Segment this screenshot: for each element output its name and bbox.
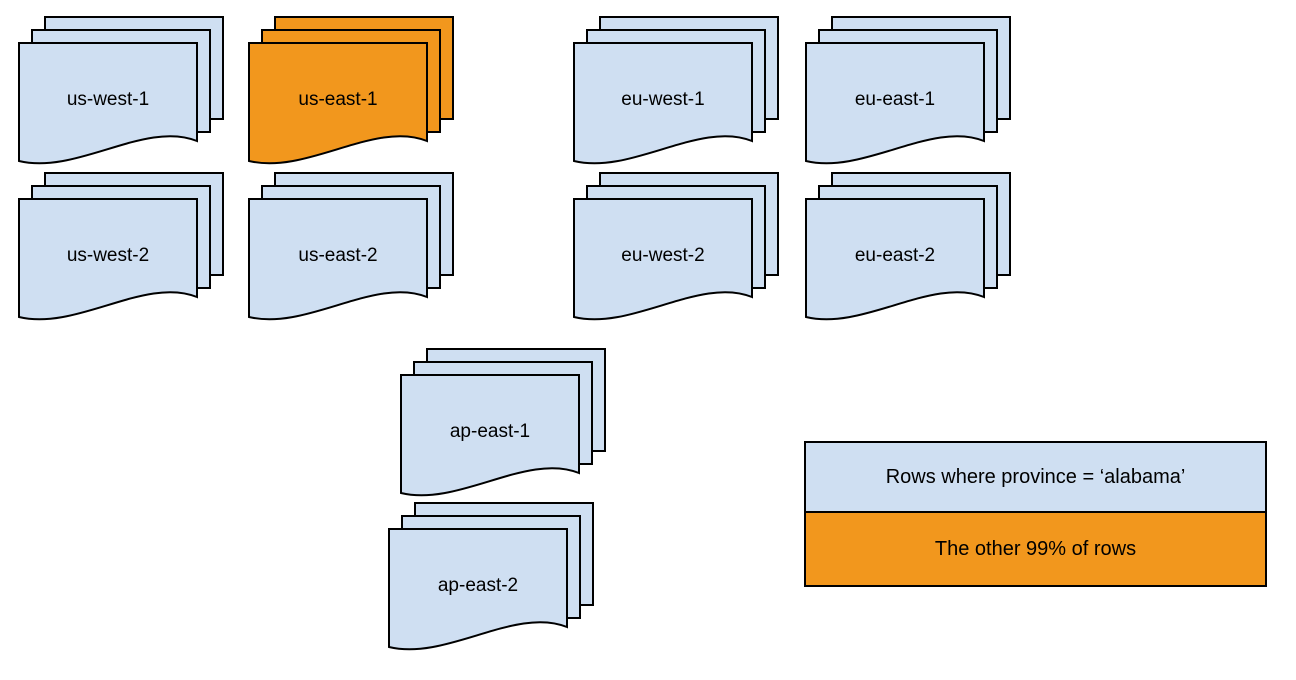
document-stack-icon — [400, 348, 606, 497]
document-stack-icon — [248, 16, 454, 165]
region-label: ap-east-1 — [449, 420, 531, 442]
legend-item-label: The other 99% of rows — [934, 537, 1137, 560]
doc-stack-eu-west-2: eu-west-2 — [573, 172, 779, 326]
region-label: us-east-1 — [298, 88, 378, 110]
region-label: eu-east-1 — [854, 88, 936, 110]
doc-stack-eu-east-1: eu-east-1 — [805, 16, 1011, 170]
legend-item-alabama-rows: Rows where province = ‘alabama’ — [806, 443, 1265, 513]
region-label: us-west-1 — [66, 88, 150, 110]
document-stack-icon — [573, 172, 779, 321]
document-stack-icon — [18, 16, 224, 165]
document-stack-icon — [573, 16, 779, 165]
document-stack-icon — [388, 502, 594, 651]
region-label: eu-west-2 — [621, 244, 705, 266]
region-label: ap-east-2 — [437, 574, 519, 596]
document-stack-icon — [248, 172, 454, 321]
document-stack-icon — [805, 16, 1011, 165]
legend: Rows where province = ‘alabama’ The othe… — [804, 441, 1267, 587]
doc-stack-us-east-2: us-east-2 — [248, 172, 454, 326]
region-label: eu-west-1 — [621, 88, 705, 110]
doc-stack-eu-east-2: eu-east-2 — [805, 172, 1011, 326]
legend-item-other-rows: The other 99% of rows — [806, 513, 1265, 585]
doc-stack-eu-west-1: eu-west-1 — [573, 16, 779, 170]
region-label: eu-east-2 — [854, 244, 936, 266]
doc-stack-us-west-2: us-west-2 — [18, 172, 224, 326]
doc-stack-us-east-1: us-east-1 — [248, 16, 454, 170]
document-stack-icon — [805, 172, 1011, 321]
legend-item-label: Rows where province = ‘alabama’ — [885, 465, 1186, 488]
doc-stack-ap-east-2: ap-east-2 — [388, 502, 594, 656]
doc-stack-ap-east-1: ap-east-1 — [400, 348, 606, 502]
doc-stack-us-west-1: us-west-1 — [18, 16, 224, 170]
document-stack-icon — [18, 172, 224, 321]
region-label: us-west-2 — [66, 244, 150, 266]
region-label: us-east-2 — [298, 244, 378, 266]
